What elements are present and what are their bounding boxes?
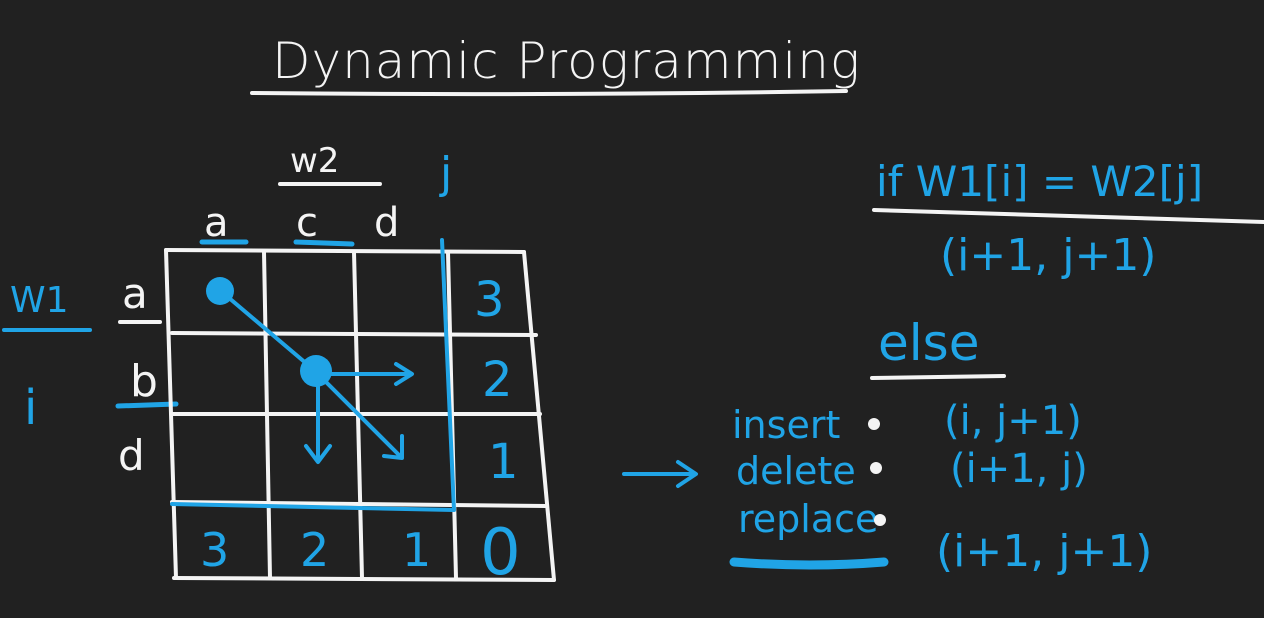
w2-label: w2 [290, 141, 339, 181]
w2-char-2: c [296, 200, 318, 246]
insert-label: insert [732, 403, 840, 447]
pointer-arrow [622, 460, 698, 488]
w1-label: W1 [10, 280, 69, 321]
if-condition: if W1[i] = W2[j] [876, 157, 1203, 206]
dp-grid [164, 248, 556, 582]
grid-line-col-0 [164, 248, 178, 580]
diagonal-arrow-to-next [220, 290, 316, 372]
grid-line-col-4 [522, 250, 556, 582]
corner-value: 0 [480, 516, 521, 590]
w2-char-3: d [374, 200, 399, 246]
title-underline [250, 89, 848, 97]
grid-line-top [164, 248, 526, 254]
bottom-row-value-2: 2 [300, 523, 329, 577]
right-col-value-1: 3 [474, 272, 505, 328]
i-index-label: i [24, 380, 37, 436]
insert-arrow [316, 362, 414, 386]
replace-value: (i+1, j+1) [936, 526, 1152, 577]
replace-label: replace [738, 497, 878, 541]
w1-char-3: d [118, 431, 145, 480]
w1-char-2: b [130, 356, 158, 407]
title: Dynamic Programming [272, 32, 861, 90]
else-underline [870, 374, 1006, 380]
w2-char-1: a [204, 200, 229, 246]
j-index-label: j [439, 148, 452, 199]
right-col-value-3: 1 [488, 434, 519, 490]
grid-line-row-1 [170, 331, 538, 337]
right-col-value-2: 2 [482, 352, 513, 408]
bottom-row-value-3: 1 [402, 523, 431, 577]
w1-char-2-underline [115, 401, 179, 409]
delete-bullet [870, 462, 882, 474]
replace-underline [729, 557, 889, 570]
delete-label: delete [736, 449, 856, 493]
delete-value: (i+1, j) [950, 446, 1088, 492]
insert-bullet [868, 418, 880, 430]
replace-bullet [874, 514, 886, 526]
if-condition-underline [872, 208, 1264, 224]
insert-value: (i, j+1) [944, 398, 1082, 444]
else-label: else [878, 314, 979, 372]
grid-line-col-1 [262, 250, 272, 580]
replace-arrow [318, 374, 404, 460]
delete-arrow [304, 374, 332, 464]
bottom-row-value-1: 3 [200, 523, 229, 577]
grid-line-bottom [172, 576, 556, 582]
if-result: (i+1, j+1) [940, 230, 1156, 281]
grid-line-col-3 [446, 250, 458, 580]
transition-arrows [206, 277, 414, 464]
w1-char-1: a [122, 269, 148, 318]
w2-char-2-underline [293, 239, 355, 247]
base-case-bracket [170, 238, 456, 512]
